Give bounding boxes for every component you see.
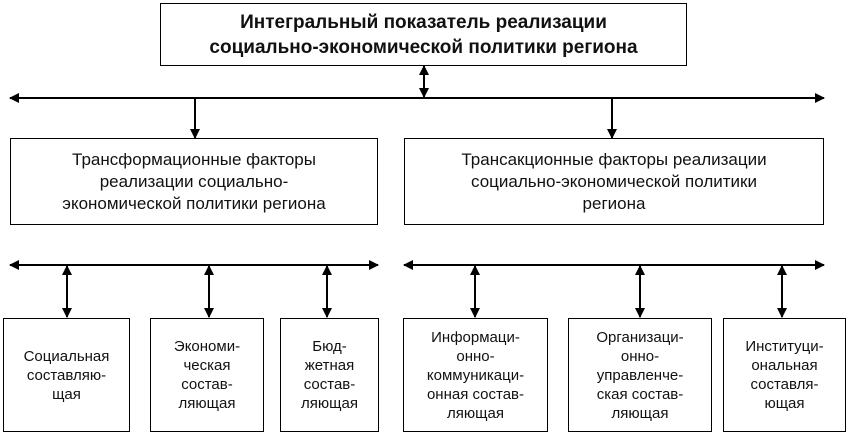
component-box-info-communication: Информаци- онно- коммуникаци- онная сост… (403, 318, 548, 432)
transactional-factors-label: Трансакционные факторы реализации социал… (461, 149, 767, 213)
transformational-factors-box: Трансформационные факторы реализации соц… (10, 138, 378, 225)
component-label-budget: Бюд- жетная состав- ляющая (301, 338, 358, 412)
integral-indicator-label: Интегральный показатель реализации социа… (209, 11, 638, 58)
component-box-institutional: Институци- ональная составля- ющая (723, 318, 846, 432)
component-box-org-management: Организаци- онно- управленче- ская соста… (568, 318, 712, 432)
integral-indicator-box: Интегральный показатель реализации социа… (160, 3, 687, 66)
component-box-budget: Бюд- жетная состав- ляющая (280, 318, 379, 432)
component-box-economic: Экономи- ческая состав- ляющая (150, 318, 264, 432)
transformational-factors-label: Трансформационные факторы реализации соц… (62, 149, 326, 213)
component-label-info-communication: Информаци- онно- коммуникаци- онная сост… (426, 328, 525, 422)
component-label-org-management: Организаци- онно- управленче- ская соста… (596, 328, 684, 422)
transactional-factors-box: Трансакционные факторы реализации социал… (404, 138, 824, 225)
component-label-social: Социальная составляю- щая (23, 347, 110, 403)
component-label-institutional: Институци- ональная составля- ющая (745, 338, 824, 412)
component-box-social: Социальная составляю- щая (3, 318, 130, 432)
component-label-economic: Экономи- ческая состав- ляющая (173, 338, 241, 412)
